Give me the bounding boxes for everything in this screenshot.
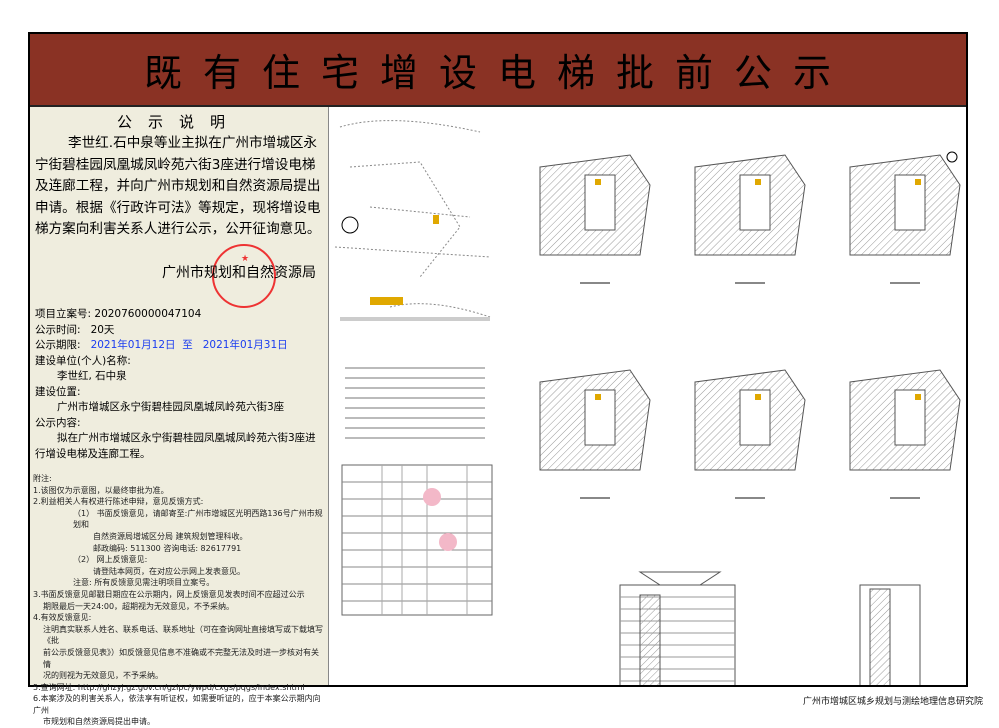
elevator-shaft (639, 594, 661, 716)
signature-table (341, 464, 493, 616)
project-info: 项目立案号: 2020760000047104 公示时间: 20天 公示期限: … (35, 307, 325, 462)
elevator-highlight (915, 179, 921, 185)
notes: 附注: 1.该图仅为示意图，以最终审批为准。 2.利益相关人有权进行陈述申辩，意见… (33, 473, 325, 728)
header-banner: 既有住宅增设电梯批前公示 (30, 34, 966, 107)
plan-caption (890, 497, 920, 499)
note-item: （2） 网上反馈意见: (73, 555, 148, 565)
note-item: 市规划和自然资源局提出申请。 (43, 717, 155, 727)
period-sep: 至 (182, 339, 193, 351)
elevator-highlight (915, 394, 921, 400)
seal-mark (439, 533, 457, 551)
document-text-line (345, 377, 485, 379)
content: 拟在广州市增城区永宁街碧桂园凤凰城凤岭苑六街3座进行增设电梯及连廊工程。 (35, 432, 316, 460)
note-item: 2.利益相关人有权进行陈述申辩，意见反馈方式: (33, 497, 204, 507)
footer-credit: 广州市增城区城乡规划与测绘地理信息研究院 (803, 697, 984, 707)
note-item: 1.该图仅为示意图，以最终审批为准。 (33, 485, 169, 495)
note-item: 6.本案涉及的利害关系人，依法享有听证权，如需要听证的，应于本案公示期内向广州 (33, 694, 321, 715)
content-label: 公示内容: (35, 416, 81, 429)
note-item: 邮政编码: 511300 咨询电话: 82617791 (93, 543, 242, 553)
period-label: 公示期限: (35, 339, 81, 351)
elevation-roof (638, 571, 722, 586)
plan-caption (735, 282, 765, 284)
architectural-drawings (334, 120, 961, 719)
period-start: 2021年01月12日 (90, 339, 176, 351)
duration-label: 公示时间: (35, 323, 81, 336)
note-item: 自然资源局增城区分局 建筑规划管理科收。 (93, 531, 248, 541)
project-no-label: 项目立案号: (35, 308, 92, 320)
location-label: 建设位置: (35, 385, 81, 398)
document-text-line (345, 407, 485, 409)
note-item: 注明真实联系人姓名、联系电话、联系地址（可在查询网址直接填写或下载填写《批 (43, 624, 323, 646)
note-item: 3.书面反馈意见邮戳日期应在公示期内，网上反馈意见发表时间不应超过公示 (33, 589, 305, 599)
note-item: 况的则视为无效意见，不予采纳。 (43, 671, 163, 681)
document-text-line (345, 417, 485, 419)
elevator-highlight (595, 179, 601, 185)
caption-line (340, 317, 490, 321)
notice-board: 既有住宅增设电梯批前公示 公示说明 李世红.石中泉等业主拟在广州市增城区永宁街碧… (28, 32, 968, 726)
north-arrow-icon (946, 151, 958, 163)
document-text-line (345, 367, 485, 369)
note-item: 4.有效反馈意见: (33, 613, 92, 623)
north-arrow-icon (341, 216, 359, 234)
notice-panel: 公示说明 李世红.石中泉等业主拟在广州市增城区永宁街碧桂园凤凰城凤岭苑六街3座进… (30, 107, 329, 726)
notice-paragraph: 李世红.石中泉等业主拟在广州市增城区永宁街碧桂园凤凰城凤岭苑六街3座进行增设电梯… (35, 135, 321, 237)
elevator-highlight (595, 394, 601, 400)
site-highlight (433, 215, 439, 224)
official-seal-icon: ★ (212, 244, 276, 308)
period-end: 2021年01月31日 (202, 339, 288, 351)
note-item: （1） 书面反馈意见，请邮寄至:广州市增城区光明西路136号广州市规划和 (73, 508, 323, 530)
note-item: 注意: 所有反馈意见需注明项目立案号。 (73, 578, 215, 588)
elevator-highlight (755, 179, 761, 185)
plan-caption (890, 282, 920, 284)
notes-title: 附注: (33, 474, 52, 483)
note-item: 请登陆本网页，在对应公示网上发表意见。 (93, 566, 245, 576)
note-item: 5.查询网址: http://ghzyj.gz.gov.cn/gzlpc/ywp… (33, 682, 305, 692)
legend-swatch (370, 297, 403, 305)
site-plan (334, 120, 491, 318)
document-text-line (345, 427, 485, 429)
note-item: 前公示反馈意见表》）如反馈意见信息不准确或不完整无法及时进一步核对有关情 (43, 647, 319, 669)
document-text-line (345, 387, 485, 389)
elevation-front (619, 584, 736, 716)
elevator-shaft (869, 588, 891, 716)
note-item: 期限最后一天24:00，超期视为无效意见，不予采纳。 (43, 601, 235, 611)
location: 广州市增城区永宁街碧桂园凤凰城凤岭苑六街3座 (57, 401, 285, 413)
plan-caption (735, 497, 765, 499)
notice-signature: 广州市规划和自然资源局 (162, 265, 316, 281)
page-title: 既有住宅增设电梯批前公示 (143, 51, 852, 95)
duration: 20天 (90, 323, 115, 336)
drawings-area (330, 107, 966, 719)
project-no: 2020760000047104 (94, 308, 202, 320)
builder-label: 建设单位(个人)名称: (35, 354, 131, 367)
floor-plan-room (584, 389, 616, 446)
document-text-line (345, 397, 485, 399)
elevator-highlight (755, 394, 761, 400)
seal-mark (423, 488, 441, 506)
document-text-line (345, 437, 485, 439)
builder: 李世红, 石中泉 (57, 370, 127, 382)
notice-title: 公示说明 (116, 113, 241, 131)
plan-caption (580, 282, 610, 284)
plan-caption (580, 497, 610, 499)
